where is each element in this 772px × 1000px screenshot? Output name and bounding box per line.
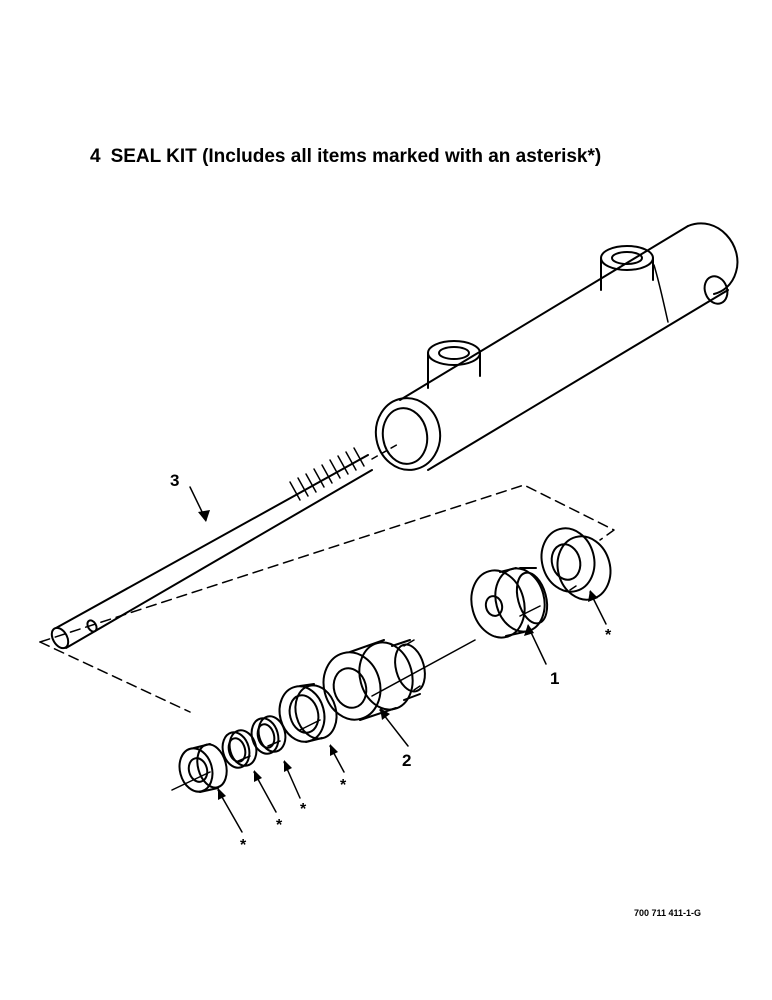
heading-item-number: 4 (90, 146, 101, 167)
figure-identifier: 700 711 411-1-G (634, 908, 702, 918)
asterisk-medium-ring: * (300, 801, 307, 818)
seal-ring-rear (540, 527, 612, 601)
callout-3: 3 (170, 471, 179, 490)
callout-1: 1 (550, 669, 559, 688)
cylinder-barrel (374, 222, 739, 471)
asterisk-wiper: * (240, 837, 247, 854)
leader-arrowheads (198, 510, 598, 800)
asterisk-small-ring: * (276, 817, 283, 834)
callout-2: 2 (402, 751, 411, 770)
wiper-seal (178, 743, 228, 793)
asterisk-rear-seal: * (605, 627, 612, 644)
heading-text: SEAL KIT (Includes all items marked with… (110, 146, 602, 167)
asterisk-large-ring: * (340, 777, 347, 794)
seal-ring-medium (250, 715, 287, 755)
gland-item-2 (322, 639, 426, 721)
assembly-bracket-upper (39, 484, 615, 643)
rod-to-barrel-line (371, 442, 401, 460)
diagram-heading: 4 SEAL KIT (Includes all items marked wit… (90, 146, 601, 168)
piston-rod (50, 447, 373, 650)
assembly-bracket-lower (39, 641, 191, 713)
barrel-port-right (600, 245, 654, 291)
piston-item-1 (470, 567, 549, 639)
seal-ring-small (221, 729, 258, 769)
barrel-port-left (427, 340, 481, 389)
seal-ring-large (278, 683, 338, 743)
